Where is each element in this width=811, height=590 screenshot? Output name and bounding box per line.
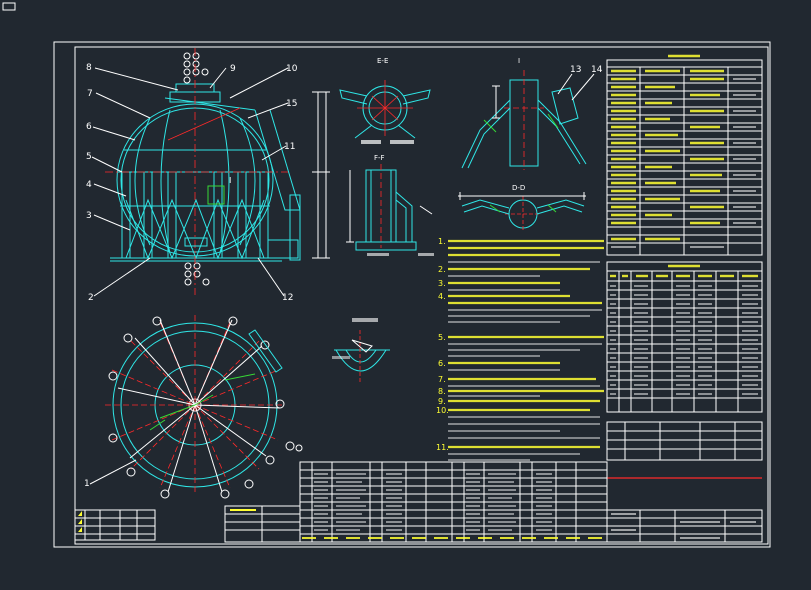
part-number-8: 8 [86,63,92,73]
sheet-frame [2,2,771,548]
part-number-5: 5 [86,152,92,162]
note-number-1: 1. [438,237,446,246]
plan-view: 1 [84,315,303,499]
detail-i-label: I [518,57,520,65]
part-number-11: 11 [284,142,295,152]
note-number-8: 8. [438,387,446,396]
weld-detail [332,318,390,384]
note-number-11: 11. [436,443,449,452]
section-e-e-label: E-E [377,57,388,65]
nozzle-table [606,261,763,413]
revision-block [606,421,763,479]
design-data-table [606,54,763,256]
title-block [606,509,763,543]
part-number-4: 4 [86,180,92,190]
section-f-f: F-F [346,154,434,256]
note-number-10: 10. [436,406,449,415]
part-number-3: 3 [86,211,92,221]
detail-i-marker: I [229,176,231,185]
part-number-12: 12 [282,293,293,303]
part-number-9: 9 [230,64,236,74]
section-d-d: D-D [458,184,586,232]
note-number-7: 7. [438,375,446,384]
note-number-4: 4. [438,292,446,301]
note-number-5: 5. [438,333,446,342]
detail-i: I 13 14 [461,57,603,170]
bill-of-materials [299,461,608,543]
note-number-6: 6. [438,359,446,368]
section-d-d-label: D-D [512,184,525,192]
note-number-2: 2. [438,265,446,274]
section-e-e: E-E [339,57,431,144]
part-number-15: 15 [286,99,297,109]
part-number-1: 1 [84,479,90,489]
part-number-7: 7 [87,89,93,99]
section-f-f-label: F-F [374,154,385,162]
technical-notes: 1. 2. 3. 4. 5. 6. 7. 8. 9. 10. 11. [436,237,604,461]
note-number-9: 9. [438,397,446,406]
elevation-view: 8 9 10 7 15 6 11 5 4 3 2 12 I [86,48,330,303]
part-number-13: 13 [570,65,581,75]
part-number-14: 14 [591,65,603,75]
part-number-6: 6 [86,122,92,132]
left-revision-table [74,505,301,543]
part-number-10: 10 [286,64,298,74]
note-number-3: 3. [438,279,446,288]
part-number-2: 2 [88,293,94,303]
